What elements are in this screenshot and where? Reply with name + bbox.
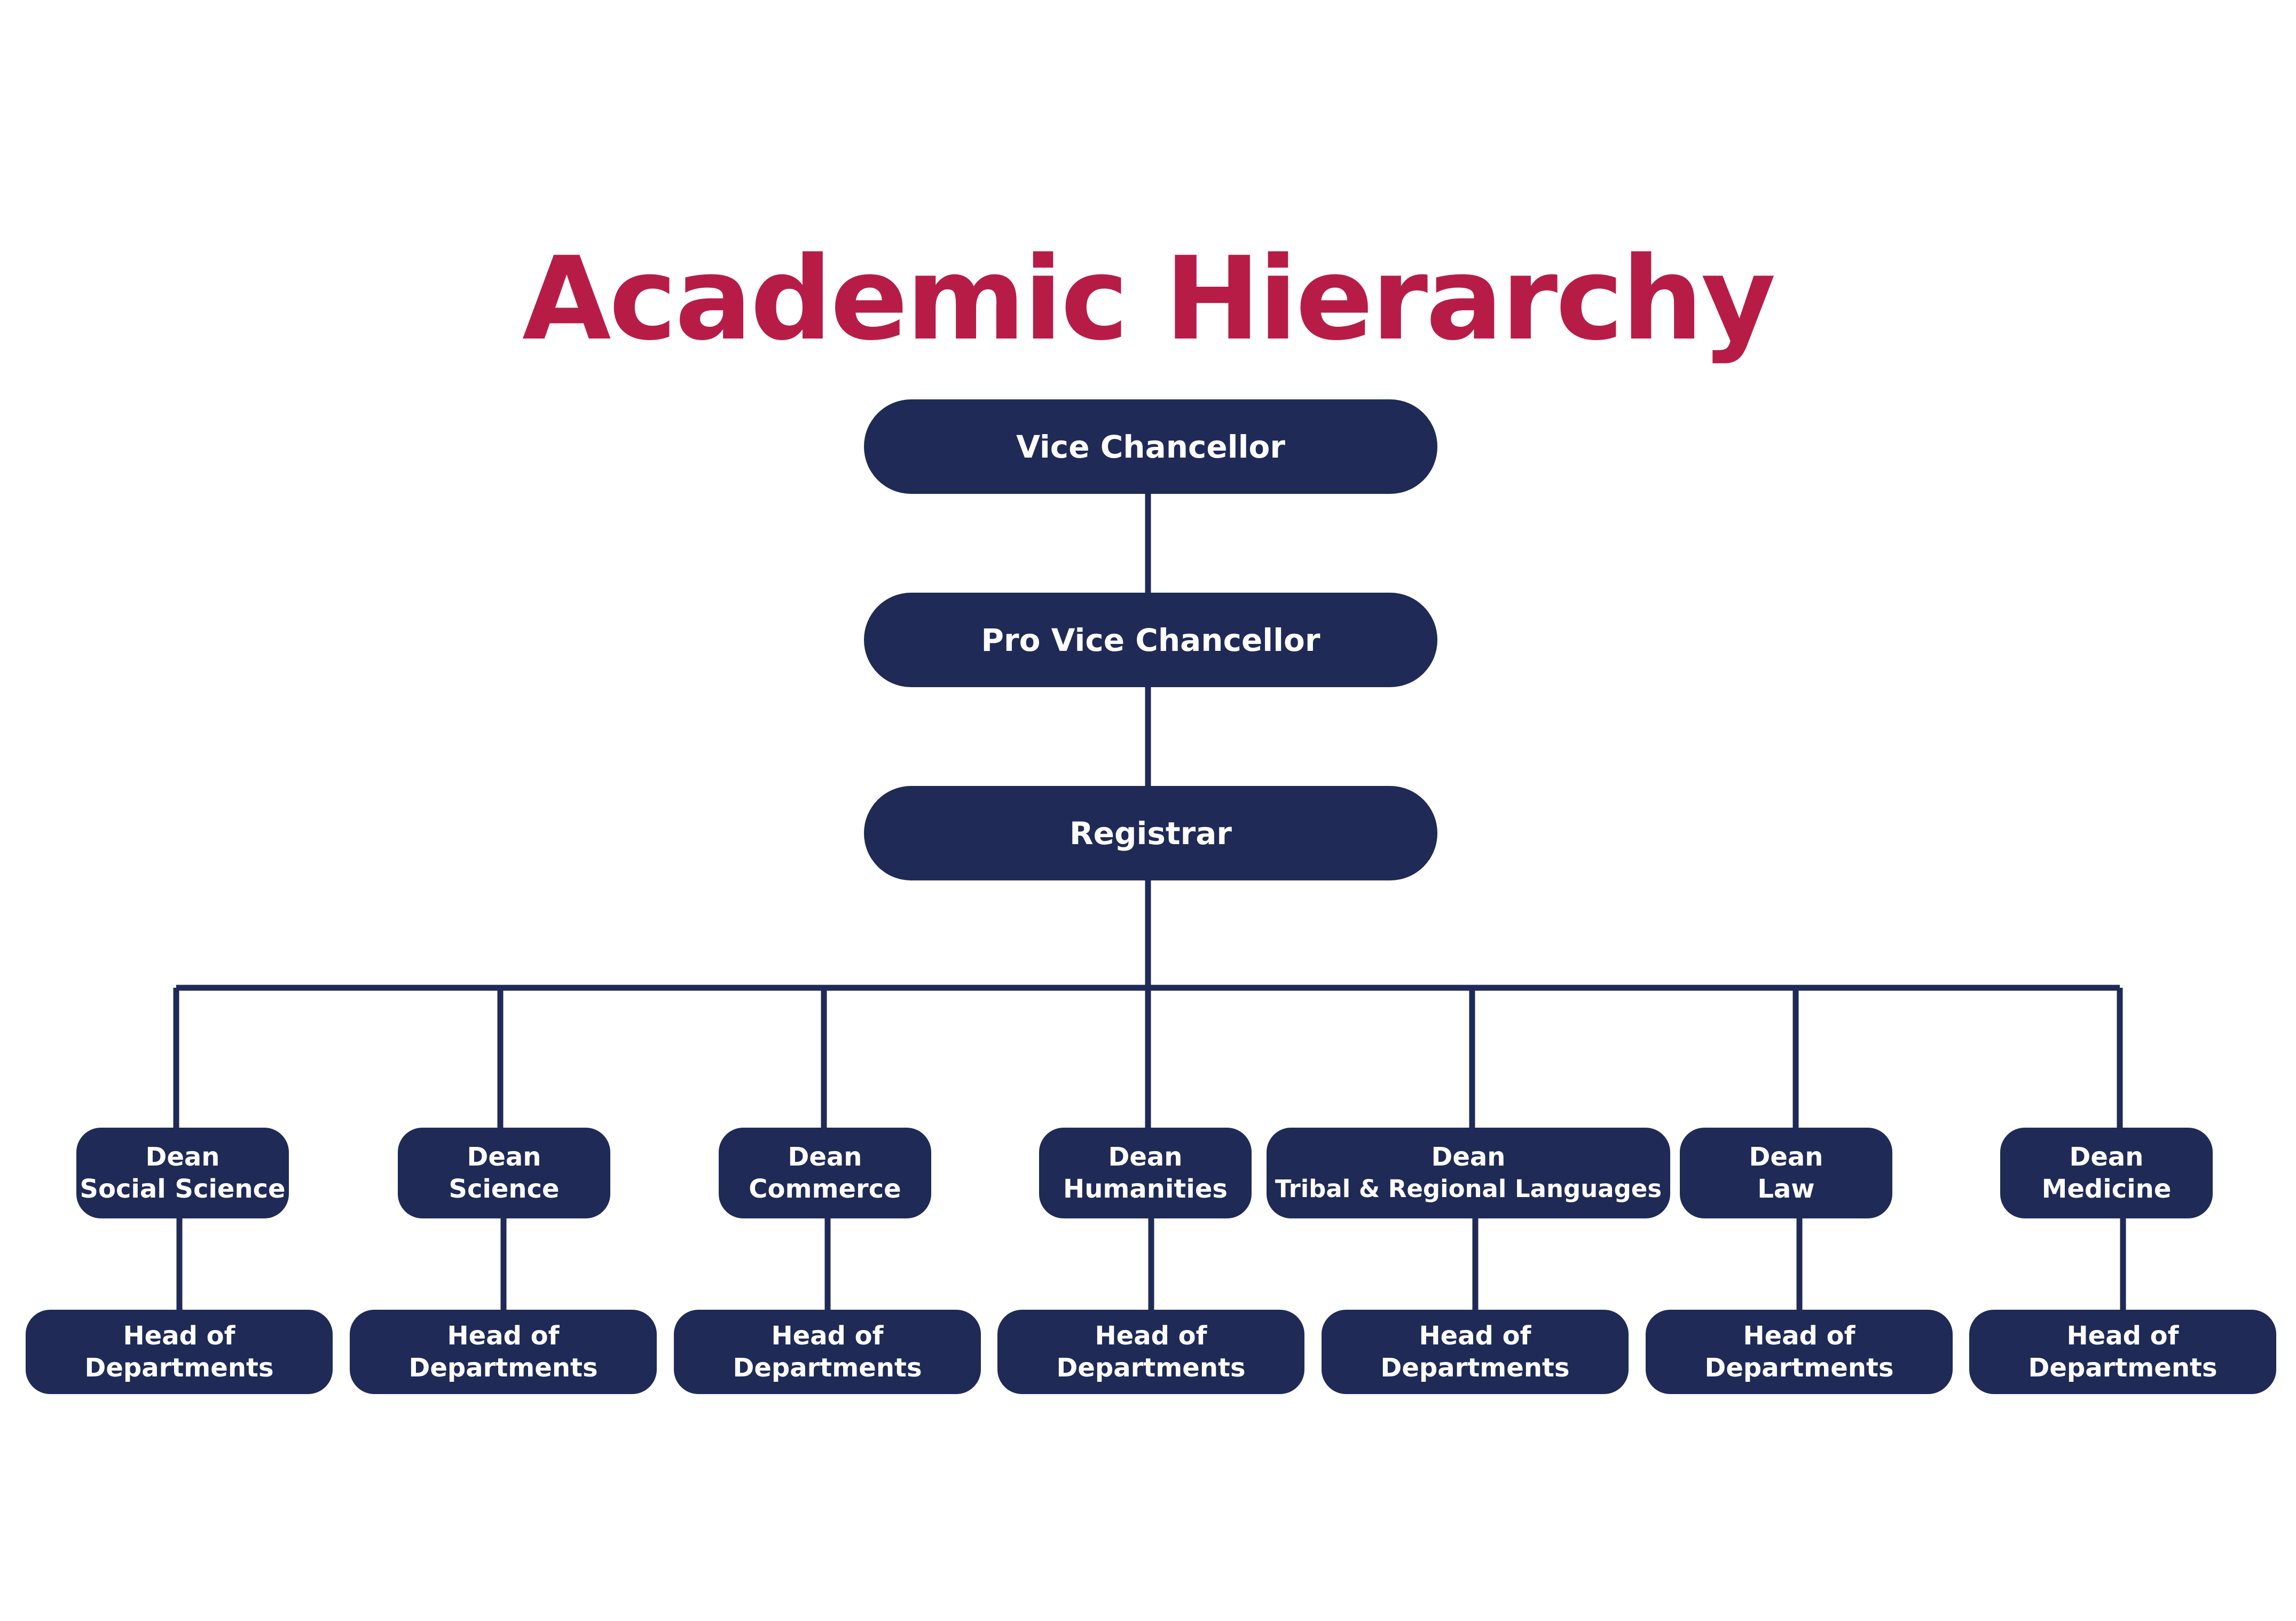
node-label-line1: Head of bbox=[447, 1321, 560, 1351]
node-label-line2: Medicine bbox=[2041, 1174, 2172, 1204]
node-head-of-departments: Head of Departments bbox=[674, 1310, 981, 1394]
node-label-line1: Dean bbox=[467, 1142, 541, 1172]
node-label-line2: Law bbox=[1757, 1174, 1815, 1204]
node-dean-law: Dean Law bbox=[1680, 1128, 1892, 1218]
node-label-line2: Tribal & Regional Languages bbox=[1275, 1175, 1662, 1203]
node-label-line1: Head of bbox=[771, 1321, 884, 1351]
node-dean-humanities: Dean Humanities bbox=[1039, 1128, 1252, 1218]
node-label-line2: Science bbox=[449, 1174, 560, 1204]
node-dean-social-science: Dean Social Science bbox=[76, 1128, 289, 1218]
node-label: Pro Vice Chancellor bbox=[981, 621, 1320, 658]
node-pro-vice-chancellor: Pro Vice Chancellor bbox=[864, 593, 1437, 687]
node-head-of-departments: Head of Departments bbox=[997, 1310, 1304, 1394]
node-label-line1: Dean bbox=[1749, 1142, 1823, 1172]
node-label-line2: Departments bbox=[1380, 1353, 1570, 1383]
node-vice-chancellor: Vice Chancellor bbox=[864, 399, 1437, 494]
node-label-line1: Head of bbox=[1095, 1321, 1207, 1351]
node-label-line1: Dean bbox=[145, 1142, 220, 1172]
node-dean-commerce: Dean Commerce bbox=[719, 1128, 931, 1218]
node-label-line1: Dean bbox=[788, 1142, 862, 1172]
node-head-of-departments: Head of Departments bbox=[1646, 1310, 1953, 1394]
node-label-line2: Commerce bbox=[749, 1174, 901, 1204]
node-dean-science: Dean Science bbox=[398, 1128, 610, 1218]
node-label-line1: Dean bbox=[1431, 1142, 1506, 1172]
node-head-of-departments: Head of Departments bbox=[1969, 1310, 2276, 1394]
node-label-line2: Departments bbox=[1704, 1353, 1894, 1383]
node-label-line2: Departments bbox=[408, 1353, 598, 1383]
node-label-line1: Head of bbox=[2066, 1321, 2179, 1351]
node-head-of-departments: Head of Departments bbox=[350, 1310, 657, 1394]
node-label-line1: Head of bbox=[123, 1321, 235, 1351]
node-label-line1: Dean bbox=[2069, 1142, 2144, 1172]
node-registrar: Registrar bbox=[864, 786, 1437, 880]
node-label: Registrar bbox=[1070, 815, 1232, 852]
node-head-of-departments: Head of Departments bbox=[1322, 1310, 1629, 1394]
node-label-line2: Departments bbox=[733, 1353, 922, 1383]
node-label-line1: Dean bbox=[1108, 1142, 1183, 1172]
page-title: Academic Hierarchy bbox=[522, 232, 1776, 366]
node-label-line2: Departments bbox=[1056, 1353, 1246, 1383]
node-label: Vice Chancellor bbox=[1016, 428, 1285, 465]
node-label-line1: Head of bbox=[1419, 1321, 1531, 1351]
node-label-line2: Social Science bbox=[80, 1174, 286, 1204]
node-label-line1: Head of bbox=[1743, 1321, 1855, 1351]
node-dean-medicine: Dean Medicine bbox=[2000, 1128, 2213, 1218]
node-label-line2: Humanities bbox=[1063, 1174, 1228, 1204]
node-dean-tribal-regional-languages: Dean Tribal & Regional Languages bbox=[1267, 1128, 1670, 1218]
node-head-of-departments: Head of Departments bbox=[26, 1310, 333, 1394]
node-label-line2: Departments bbox=[84, 1353, 274, 1383]
node-label-line2: Departments bbox=[2028, 1353, 2218, 1383]
